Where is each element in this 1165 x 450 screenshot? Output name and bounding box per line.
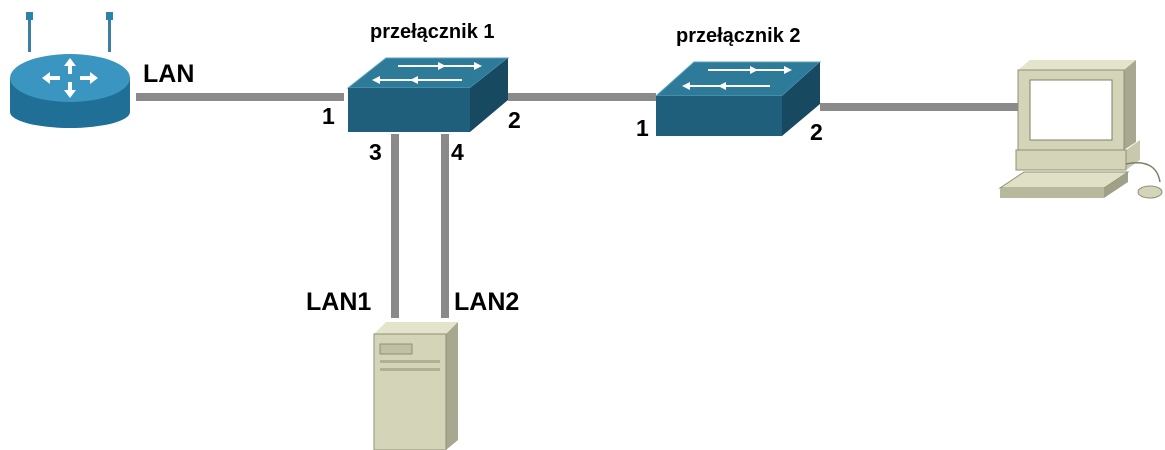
switch1-port-1: 1: [322, 103, 335, 129]
cables: [136, 93, 1018, 318]
switch1-icon: [346, 57, 510, 132]
server-tower-icon: [373, 322, 458, 450]
switch1-port-3: 3: [369, 139, 382, 165]
switch1-title: przełącznik 1: [370, 21, 495, 43]
switch2-title: przełącznik 2: [676, 25, 801, 47]
server-lan1-label: LAN1: [306, 288, 371, 316]
router-icon: [10, 12, 130, 128]
server-lan2-label: LAN2: [454, 288, 519, 316]
desktop-computer-icon: [998, 60, 1163, 199]
switch2-icon: [654, 61, 822, 136]
switch1-port-2: 2: [508, 107, 521, 133]
switch2-port-1: 1: [636, 115, 649, 141]
switch2-port-2: 2: [810, 119, 823, 145]
router-lan-label: LAN: [143, 60, 194, 88]
switch1-port-4: 4: [451, 139, 464, 165]
